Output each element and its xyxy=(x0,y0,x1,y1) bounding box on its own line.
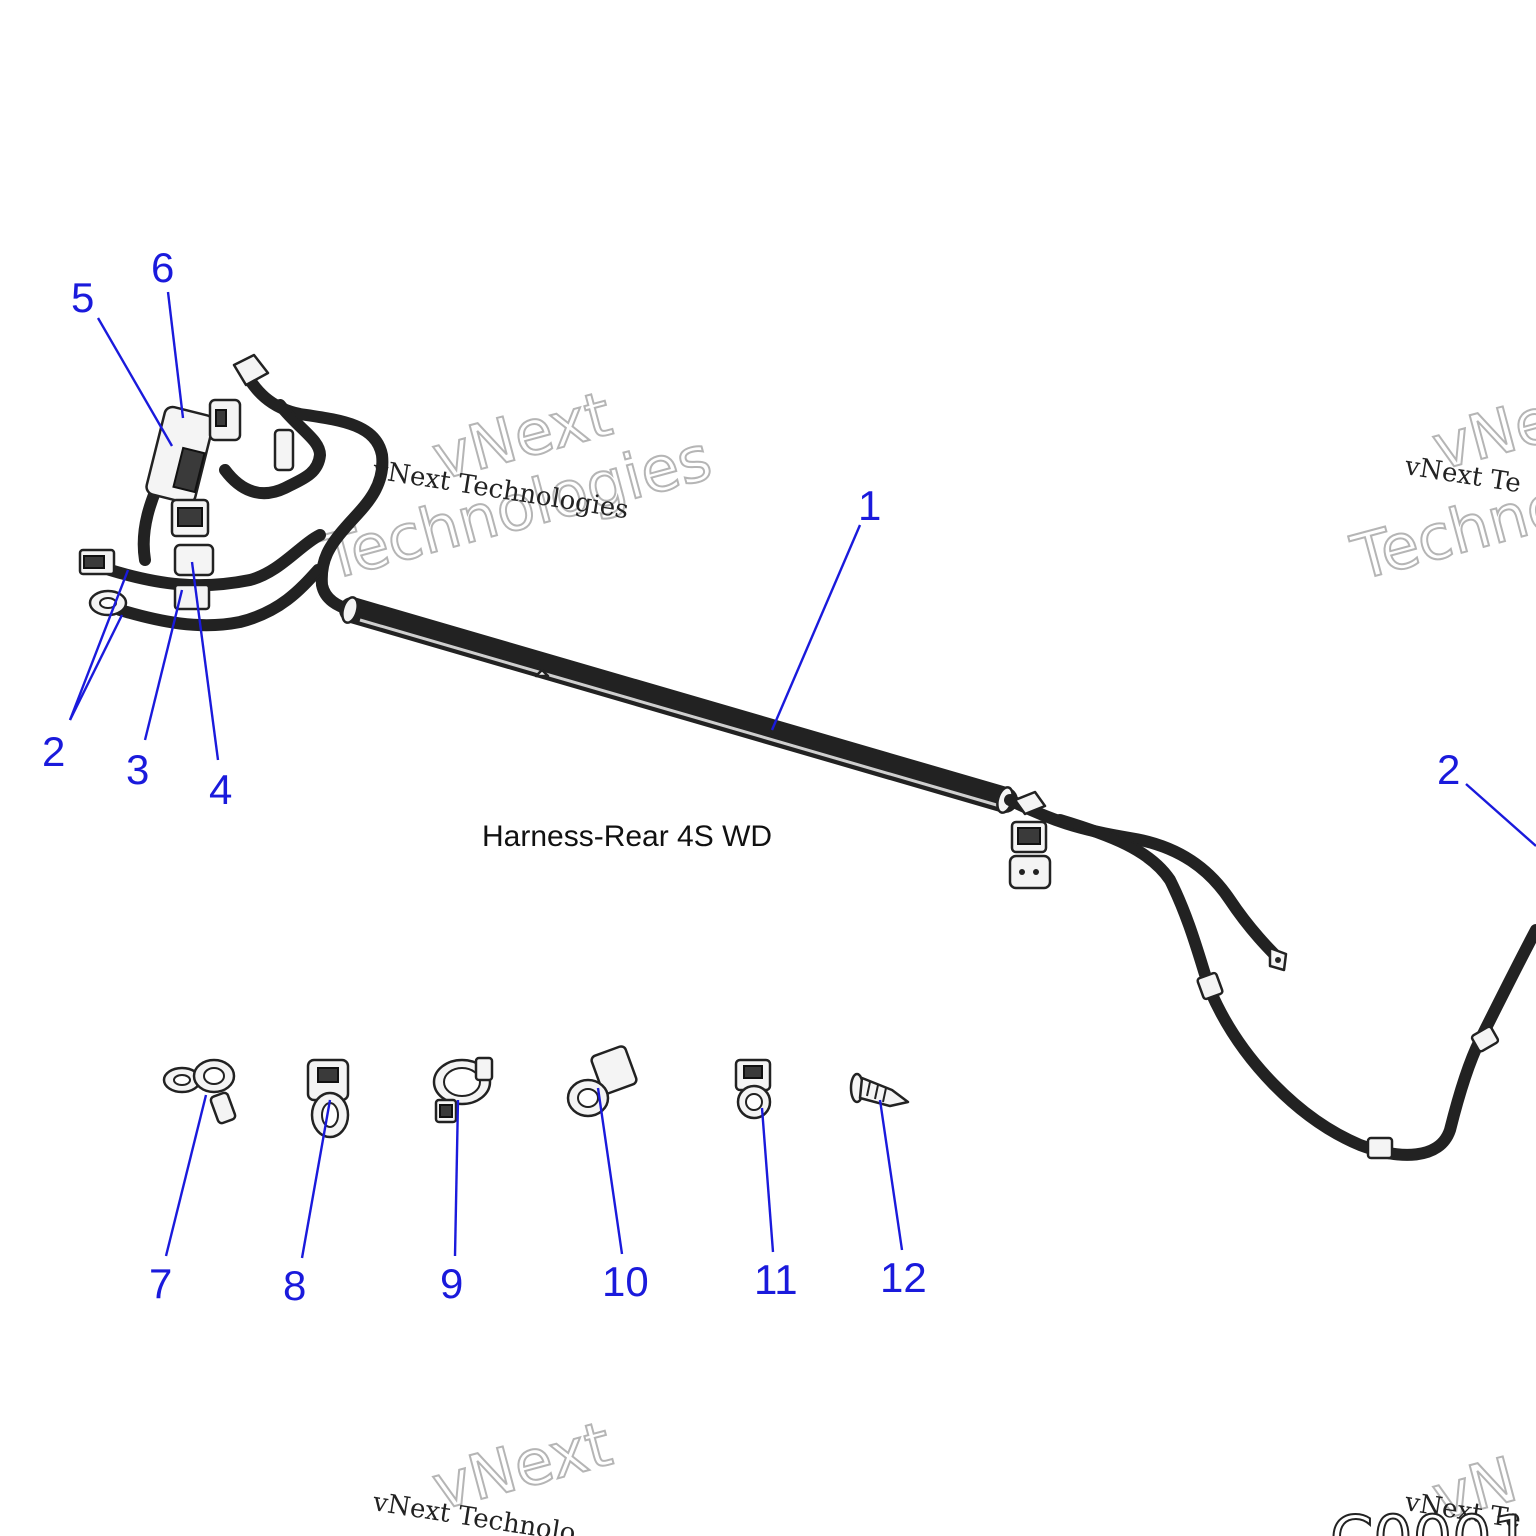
leader-2-right xyxy=(1465,783,1536,847)
leader-11 xyxy=(760,1107,775,1253)
leader-4 xyxy=(190,561,220,761)
leader-1 xyxy=(770,524,862,731)
callout-12: 12 xyxy=(880,1254,927,1301)
callout-10: 10 xyxy=(602,1258,649,1305)
leader-12 xyxy=(878,1099,904,1251)
leader-7 xyxy=(164,1094,208,1257)
harness-assembly xyxy=(78,353,1536,1161)
callout-11: 11 xyxy=(754,1256,798,1303)
leader-5 xyxy=(96,317,174,447)
callout-2-left: 2 xyxy=(42,728,65,775)
leader-10 xyxy=(596,1087,624,1255)
callout-5: 5 xyxy=(71,274,94,321)
callout-7: 7 xyxy=(149,1260,172,1307)
leader-2b xyxy=(68,614,124,721)
part-8-clip xyxy=(306,1058,350,1139)
callout-8: 8 xyxy=(283,1262,306,1309)
callout-1: 1 xyxy=(858,482,881,529)
leader-9 xyxy=(453,1099,460,1257)
callout-numbers: 1 2 2 3 4 5 6 7 8 9 10 11 12 xyxy=(42,244,1460,1309)
part-12-screw xyxy=(849,1072,910,1108)
part-11-clip xyxy=(734,1058,772,1120)
callout-4: 4 xyxy=(209,766,232,813)
leader-6 xyxy=(166,291,185,419)
callout-2-right: 2 xyxy=(1437,746,1460,793)
callout-6: 6 xyxy=(151,244,174,291)
drawing-code: C0001 xyxy=(1330,1502,1531,1536)
watermark-bottom: vNext vNext Technolo vN vNext Te C0001 xyxy=(370,1406,1532,1536)
leader-8 xyxy=(300,1099,332,1259)
watermark-right: Technolo vNe vNext Te xyxy=(1343,382,1536,596)
callout-3: 3 xyxy=(126,746,149,793)
part-9-clamp xyxy=(432,1056,494,1124)
callout-9: 9 xyxy=(440,1260,463,1307)
leader-3 xyxy=(143,589,184,741)
part-7-clip xyxy=(162,1058,237,1125)
part-10-clip xyxy=(566,1045,638,1118)
diagram-caption: Harness-Rear 4S WD xyxy=(482,820,772,853)
leader-lines xyxy=(68,291,1536,1259)
leader-2a xyxy=(68,569,130,721)
